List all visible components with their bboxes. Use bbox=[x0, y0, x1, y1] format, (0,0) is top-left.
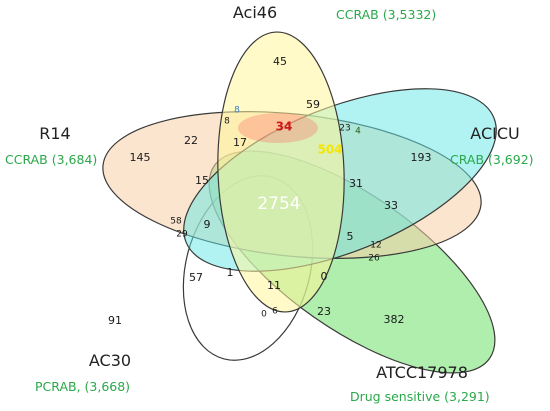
region-count: 58 bbox=[170, 217, 182, 227]
region-count: 0 bbox=[321, 270, 328, 283]
region-count: 504 bbox=[317, 143, 342, 157]
region-count: 145 bbox=[130, 151, 151, 164]
region-count: 17 bbox=[233, 136, 247, 149]
set-info-r14: CCRAB (3,684) bbox=[5, 152, 97, 167]
region-count: 8 bbox=[224, 117, 230, 127]
region-count: 26 bbox=[368, 254, 380, 264]
region-count: 91 bbox=[108, 314, 122, 327]
region-count: 8 bbox=[234, 106, 240, 116]
set-name-r14: R14 bbox=[39, 124, 70, 143]
region-count: 23 bbox=[317, 305, 331, 318]
set-info-aci46: CCRAB (3,5332) bbox=[336, 7, 436, 22]
set-name-aci46: Aci46 bbox=[233, 3, 277, 22]
region-count: 11 bbox=[267, 279, 281, 292]
region-count: 1 bbox=[227, 266, 234, 279]
region-count: 9 bbox=[204, 218, 211, 231]
region-count: 34 bbox=[276, 120, 293, 134]
ellipse-aci46 bbox=[217, 31, 345, 313]
region-count: 31 bbox=[349, 177, 363, 190]
region-count: 59 bbox=[306, 98, 320, 111]
region-count: 23 bbox=[339, 124, 350, 134]
region-count: 2754 bbox=[257, 194, 300, 214]
region-count: 57 bbox=[189, 271, 203, 284]
region-count: 4 bbox=[355, 127, 361, 137]
region-counts: 45 59 8 8 34 23 4 504 22 17 145 193 15 3… bbox=[108, 55, 432, 327]
set-name-ac30: AC30 bbox=[89, 351, 131, 370]
set-info-acicu: CRAB (3,692) bbox=[450, 152, 534, 167]
region-count: 5 bbox=[347, 230, 354, 243]
region-count: 22 bbox=[184, 134, 198, 147]
region-count: 15 bbox=[195, 174, 209, 187]
region-count: 0 bbox=[261, 310, 267, 320]
region-count: 33 bbox=[384, 199, 398, 212]
set-name-atcc17978: ATCC17978 bbox=[376, 363, 468, 382]
set-labels: Aci46 CCRAB (3,5332) R14 CCRAB (3,684) A… bbox=[5, 3, 534, 404]
set-info-ac30: PCRAB, (3,668) bbox=[35, 379, 130, 394]
region-count: 12 bbox=[370, 241, 381, 251]
region-count: 45 bbox=[273, 55, 287, 68]
region-count: 193 bbox=[411, 151, 432, 164]
region-count: 6 bbox=[272, 307, 278, 317]
set-name-acicu: ACICU bbox=[470, 124, 519, 143]
region-count: 29 bbox=[176, 230, 188, 240]
set-ellipses bbox=[102, 31, 497, 374]
region-count: 382 bbox=[384, 313, 405, 326]
set-info-atcc17978: Drug sensitive (3,291) bbox=[350, 389, 490, 404]
overlap-tint bbox=[238, 113, 318, 143]
